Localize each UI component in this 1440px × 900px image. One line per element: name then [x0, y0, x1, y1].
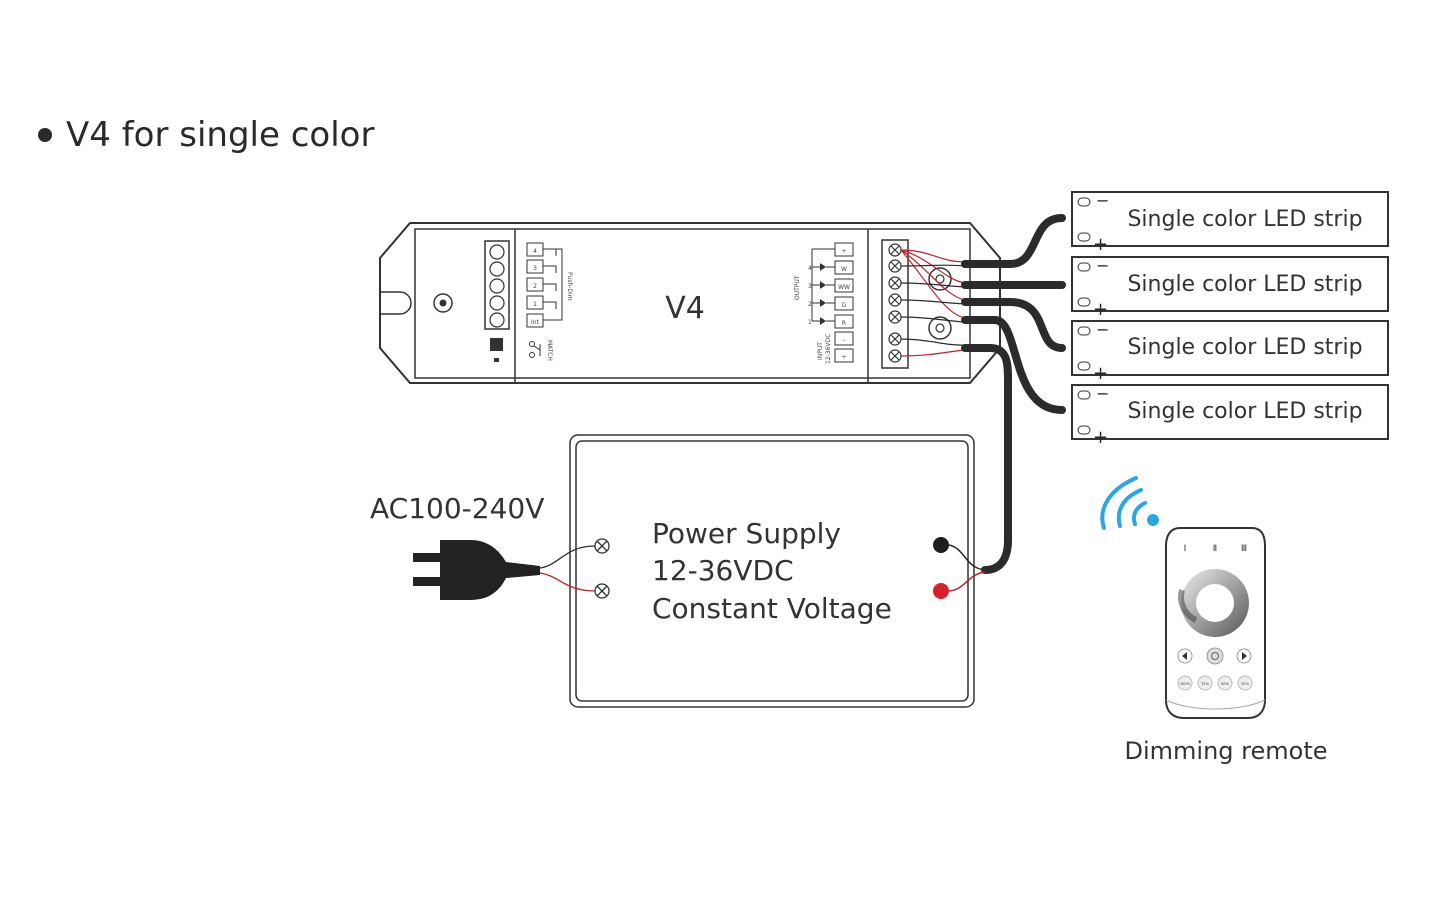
- svg-text:+: +: [841, 248, 846, 255]
- power-cable: [961, 344, 1012, 574]
- remote-preset-button: 100%: [1180, 682, 1191, 686]
- led-strip-label: Single color LED strip: [1127, 399, 1362, 424]
- channel-label: WW: [838, 284, 850, 291]
- output-channel-block: OUTPUT + W WW G R 4 3 2 1 - + INPUT 12-3…: [794, 242, 854, 364]
- channel-label: W: [841, 266, 847, 273]
- negative-sign: −: [1096, 191, 1109, 210]
- input-pin-label: -: [843, 337, 845, 344]
- power-icon: [1211, 652, 1219, 660]
- remote-zone-button: Ⅲ: [1241, 544, 1247, 554]
- remote-zone-button: Ⅱ: [1213, 544, 1217, 554]
- zone-label: 3: [533, 265, 537, 272]
- led-strip-label: Single color LED strip: [1127, 207, 1362, 232]
- negative-sign: −: [1096, 384, 1109, 403]
- positive-sign: +: [1093, 363, 1108, 384]
- remote-preset-button: 50%: [1221, 682, 1230, 686]
- right-arrow-icon: [1242, 652, 1247, 660]
- dimming-remote: Ⅰ Ⅱ Ⅲ 100% 75% 50% 25% Dimming remote: [1100, 476, 1328, 765]
- strip-cables: [961, 214, 1066, 414]
- led-strip-3: − + Single color LED strip: [1071, 320, 1389, 384]
- mounting-hole-icon: [433, 293, 453, 313]
- channel-label: G: [842, 302, 847, 309]
- zone-label: 4: [533, 248, 537, 255]
- remote-label: Dimming remote: [1125, 737, 1328, 765]
- left-arrow-icon: [1182, 652, 1187, 660]
- led-strip-label: Single color LED strip: [1127, 335, 1362, 360]
- title-bullet: [38, 128, 52, 142]
- negative-sign: −: [1096, 256, 1109, 275]
- output-label: OUTPUT: [794, 275, 801, 300]
- plug-icon: [440, 540, 540, 600]
- positive-sign: +: [1093, 427, 1108, 448]
- terminal-block: [881, 239, 966, 369]
- dc-negative-terminal: [933, 537, 949, 553]
- led-strip-label: Single color LED strip: [1127, 272, 1362, 297]
- power-supply-type: Constant Voltage: [652, 592, 892, 625]
- input-voltage-label: 12-36VDC: [825, 334, 832, 364]
- positive-sign: +: [1093, 299, 1108, 320]
- zone-label: 1: [533, 301, 537, 308]
- dc-positive-terminal: [933, 583, 949, 599]
- zone-terminals: 4 3 2 1 Int Push-Dim MATCH: [526, 242, 573, 361]
- positive-sign: +: [1093, 234, 1108, 255]
- input-label: INPUT: [817, 342, 824, 360]
- led-strip-1: − + Single color LED strip: [1071, 191, 1389, 255]
- zone-label: 2: [533, 283, 537, 290]
- ac-plug: AC100-240V: [370, 492, 596, 600]
- channel-label: R: [842, 320, 846, 327]
- power-supply-voltage: 12-36VDC: [652, 554, 794, 587]
- match-label: MATCH: [546, 340, 553, 361]
- negative-sign: −: [1096, 320, 1109, 339]
- channel-number: 4: [808, 265, 812, 272]
- remote-preset-button: 25%: [1241, 682, 1250, 686]
- ac-voltage-label: AC100-240V: [370, 492, 544, 525]
- match-key-icon: [490, 338, 503, 351]
- push-dim-label: Push-Dim: [566, 272, 573, 301]
- led-strip-4: − + Single color LED strip: [1071, 384, 1389, 448]
- zone-label: Int: [531, 319, 540, 326]
- v4-controller: 4 3 2 1 Int Push-Dim MATCH V4 OUTPUT +: [379, 222, 1001, 384]
- channel-number: 2: [808, 301, 812, 308]
- channel-number: 3: [808, 283, 812, 290]
- wireless-signal-icon: [1100, 476, 1147, 530]
- remote-preset-button: 75%: [1201, 682, 1210, 686]
- channel-number: 1: [808, 319, 812, 326]
- led-strip-2: − + Single color LED strip: [1071, 256, 1389, 320]
- input-pin-label: +: [841, 354, 846, 361]
- diagram-title: V4 for single color: [66, 115, 374, 155]
- power-supply-title: Power Supply: [652, 517, 841, 550]
- remote-zone-button: Ⅰ: [1184, 544, 1187, 554]
- power-supply: Power Supply 12-36VDC Constant Voltage: [569, 434, 986, 708]
- controller-model: V4: [665, 291, 705, 326]
